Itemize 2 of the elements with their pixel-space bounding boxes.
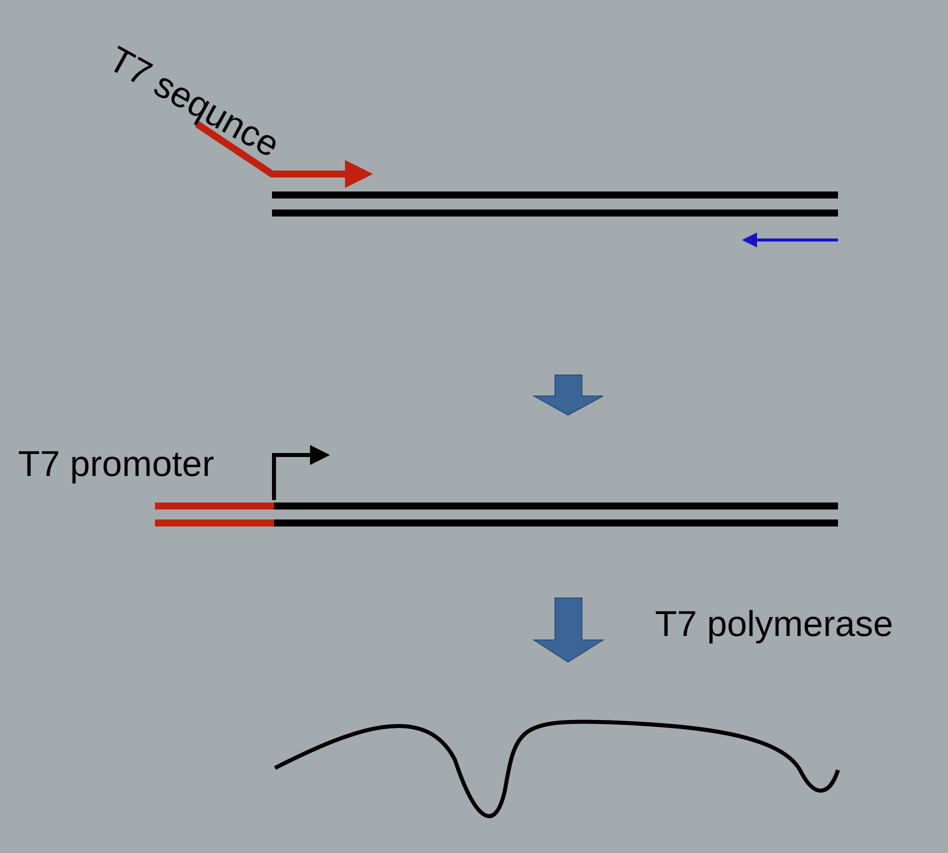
enzyme-label: T7 polymerase [655, 606, 894, 642]
promoter-label: T7 promoter [18, 446, 214, 482]
